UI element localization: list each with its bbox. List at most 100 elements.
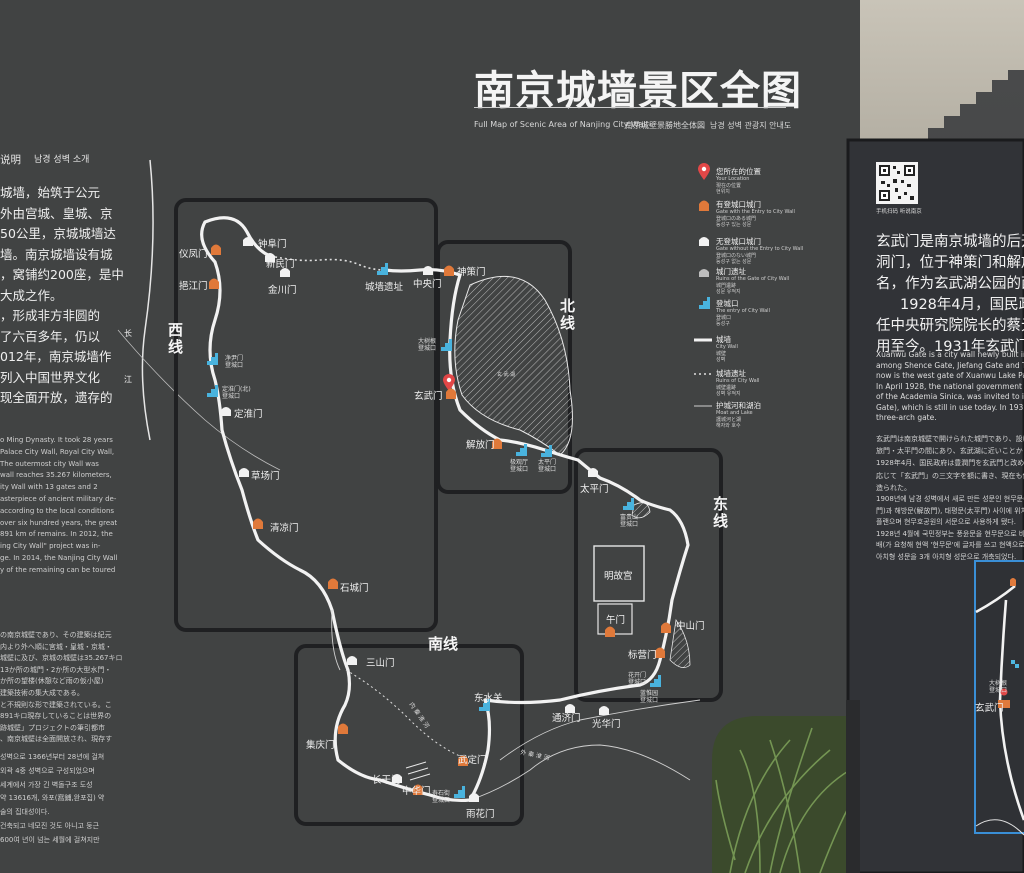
left-jp-line: か所の望楼(休憩など雨の仮小屋) (0, 677, 104, 686)
entry-guanghua: 蓝惟园登城口 (640, 690, 659, 704)
location-pin-dot (446, 377, 452, 383)
legend-sublabel: Ruins of City Wall (716, 378, 760, 384)
right-cn-line: 1928年4月，国民政府将丰 (900, 297, 1024, 313)
gate-xuanwumen: 玄武门 (414, 391, 443, 402)
left-kr-line: 외곽 4중 성벽으로 구성되었으며 (0, 766, 95, 775)
gate-shencemen: 神策门 (457, 267, 486, 278)
gate-zhongyangmen: 中央门 (413, 279, 442, 290)
left-cn-line: 012年，南京城墙作 (0, 349, 112, 364)
entry-dashimen: 大树根登城口 (418, 338, 437, 352)
gate-jinchuanmen: 金川门 (268, 285, 297, 296)
qr-caption: 手机扫码 听说南京 (876, 209, 922, 215)
wall-entry-icon (479, 699, 490, 711)
entry-zhonghua: 寿石街登城口 (432, 790, 451, 804)
gate-with-entry-icon (661, 622, 671, 633)
legend-label: 无登城口城门 (716, 237, 761, 246)
left-cn-line: 50公里，京城城墙达 (0, 226, 116, 241)
wall-entry-icon (441, 339, 452, 351)
left-en-line: y of the remaining can be toured (0, 565, 116, 574)
lake-label: 玄 武 湖 (497, 372, 516, 378)
gate-with-entry-icon (209, 278, 219, 289)
left-jp-line: の南京城壁であり、その建築は紀元 (0, 631, 112, 639)
north-box (436, 240, 572, 494)
south-line-label: 南线 (428, 635, 459, 653)
gate-with-entry-icon (655, 647, 665, 658)
gate-without-entry-icon (392, 774, 402, 783)
legend-sublabel: 登城口のない城門 (716, 253, 757, 259)
wall-entry-icon (650, 675, 661, 687)
legend-sublabel: 등성구 (716, 321, 730, 327)
gate-with-entry-icon (338, 723, 348, 734)
right-kr-line: 門)과 해방문(解放門), 태평문(太平門) 사이에 위치하고 있으며 (876, 506, 1024, 515)
left-en-line: over six hundred years, the great (0, 518, 118, 527)
gate-with-entry-icon (211, 244, 221, 255)
river-label-1: 长 (124, 329, 132, 338)
legend-pin-icon (698, 163, 710, 180)
right-en-line: Xuanwu Gate is a city wall newly built i… (876, 350, 1024, 359)
title-rule (474, 107, 786, 108)
legend-label: 城墙 (716, 335, 731, 344)
wall-entry-icon (516, 444, 527, 456)
gate-sanshanmen: 三山门 (366, 658, 395, 669)
gate-wudingmen: 武定门 (458, 755, 487, 766)
legend-sublabel: The entry of City Wall (716, 308, 770, 314)
legend-sublabel: 성벽 (716, 357, 726, 363)
legend-sublabel: 성문 유적지 (716, 289, 741, 295)
left-en-line: o Ming Dynasty. It took 28 years (0, 436, 113, 444)
wall-entry-icon (623, 498, 634, 510)
gate-jiqingmen: 集庆门 (306, 740, 335, 751)
inset-dashimen: 大树根登城口 (989, 680, 1008, 694)
gate-without-entry-icon (280, 268, 290, 277)
right-en-line: among Shence Gate, Jiefang Gate and Taip… (876, 360, 1024, 370)
legend-sublabel: Moat and Lake (716, 410, 753, 416)
gate-without-entry-icon (469, 793, 479, 802)
right-en-line: of the Academia Sinica, was invited to i… (876, 392, 1024, 401)
gate-yuhuamen: 雨花门 (466, 809, 495, 820)
right-kr-line: 1908년에 남경 성벽에서 새로 만든 성문인 현무문(玄武門) (876, 495, 1024, 503)
gate-with-entry-icon (446, 388, 456, 399)
right-en-line: In April 1928, the national government r… (876, 381, 1024, 391)
gate-without-entry-icon (265, 253, 275, 262)
gate-biaoyingmen: 标营门 (628, 650, 657, 661)
right-jp-line: 応じて「玄武門」の三文字を額に書き、現在も使用されてい (876, 471, 1024, 480)
wall-entry-icon (207, 385, 218, 397)
left-cn-line: ，形成非方非圆的 (0, 308, 101, 323)
right-cn-line: 任中央研究院院长的蔡元培先生 (876, 318, 1024, 334)
legend-label: 城门遗址 (716, 267, 746, 276)
gate-with-entry-icon (605, 626, 615, 637)
entry-jingchaomen: 净尹门登城口 (225, 355, 244, 369)
east-line-label: 东线 (713, 495, 729, 530)
gate-xinminmen: 新民门 (266, 259, 295, 270)
left-en-line: 891 km of remains. In 2012, the (0, 530, 113, 539)
right-cn-line: 名，作为玄武湖公园的西门。 (876, 276, 1024, 292)
right-jp-line: 1928年4月、国民政府は豊潤門を玄武門と改め、192 (876, 459, 1024, 468)
left-en-line: wall reaches 35.267 kilometers, (0, 471, 112, 480)
left-en-line: Palace City Wall, Royal City Wall, (0, 447, 115, 456)
gate-with-entry-icon (458, 755, 468, 766)
left-cn-line: 大成之作。 (0, 287, 63, 303)
qr-code[interactable] (876, 162, 918, 204)
wall-entry-icon (541, 445, 552, 457)
gate-zhongshanmen: 中山门 (676, 621, 705, 632)
gate-without-entry-icon (239, 468, 249, 477)
gate-with-entry-icon (492, 438, 502, 449)
gate-chengqiangyizhi: 城墙遗址 (365, 282, 404, 293)
legend-sublabel: 등성구 있는 성문 (716, 222, 752, 228)
right-cn-line: 玄武门是南京城墙的后开 (876, 234, 1024, 250)
left-cn-line: 城墙，始筑于公元 (0, 185, 101, 200)
left-cn-line: 外由宫城、皇城、京 (0, 205, 113, 221)
legend-sublabel: 등성구 없는 성문 (716, 259, 752, 265)
north-line-label: 北线 (560, 297, 576, 332)
legend-sublabel: Gate with the Entry to City Wall (716, 209, 795, 215)
subtitle-en: Full Map of Scenic Area of Nanjing City … (474, 120, 648, 129)
subtitle-kr: 남경 성벽 관광지 안내도 (710, 121, 792, 130)
entry-taipingmen: 太平门登城口 (538, 459, 557, 473)
right-kr-line: 배(가 요청해 현액 '현무문'에 글자를 쓰고 현액으로 지금까지 (876, 541, 1024, 550)
qr-icon (879, 165, 915, 201)
gate-qingliangmen: 清凉门 (270, 523, 299, 534)
left-jp-line: と不規則な形で建築されている。こ (0, 700, 112, 709)
gate-changganmen: 长干门 (372, 775, 401, 786)
gate-shichengmen: 石城门 (340, 583, 369, 594)
